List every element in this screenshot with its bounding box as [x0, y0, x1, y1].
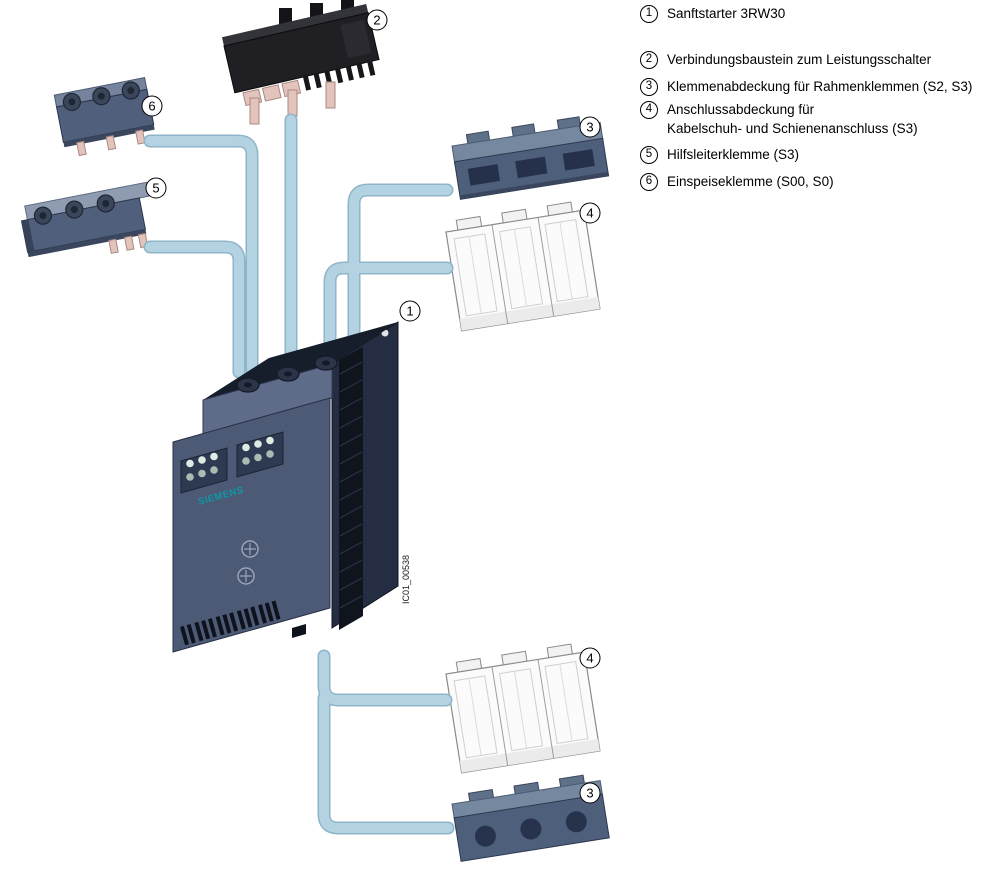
legend-text-2: Verbindungsbaustein zum Leistungsschalte… — [667, 51, 931, 70]
legend-item-3: 3 Klemmenabdeckung für Rahmenklemmen (S2… — [640, 78, 972, 97]
legend-line: Einspeiseklemme (S00, S0) — [667, 174, 834, 189]
part-terminal-cover-blue-top — [451, 116, 610, 200]
legend-num-2: 2 — [640, 51, 658, 69]
pin — [287, 89, 298, 117]
tube-to-item4-bottom — [319, 651, 451, 705]
callout-1-softstarter: 1 — [399, 300, 421, 322]
part-terminal-cover-blue-bottom — [451, 774, 610, 862]
part-lug-cover-bottom — [443, 641, 601, 774]
tube-to-item3-bottom — [319, 693, 453, 833]
tube-from-item3-top — [349, 185, 452, 357]
legend-text-3: Klemmenabdeckung für Rahmenklemmen (S2, … — [667, 78, 972, 97]
legend-line: Kabelschuh- und Schienenanschluss (S3) — [667, 120, 918, 136]
front-screw-top — [241, 540, 259, 558]
legend-text-4: Anschlussabdeckung für Kabelschuh- und S… — [667, 101, 918, 138]
callout-3-cover-bottom: 3 — [579, 782, 601, 804]
vent-ribs — [180, 600, 281, 646]
legend-item-6: 6 Einspeiseklemme (S00, S0) — [640, 173, 834, 192]
pin — [249, 97, 260, 125]
legend-item-5: 5 Hilfsleiterklemme (S3) — [640, 146, 799, 165]
legend: 1 Sanftstarter 3RW30 2 Verbindungsbauste… — [640, 0, 998, 210]
callout-2-connector: 2 — [366, 9, 388, 31]
part-connector-module — [221, 0, 380, 125]
figure-id-label: IC01_00538 — [401, 555, 411, 604]
legend-line: Verbindungsbaustein zum Leistungsschalte… — [667, 52, 932, 67]
part-infeed-terminal — [53, 77, 155, 157]
tube-from-item5 — [145, 242, 244, 377]
legend-num-5: 5 — [640, 146, 658, 164]
legend-num-6: 6 — [640, 173, 658, 191]
legend-item-2: 2 Verbindungsbaustein zum Leistungsschal… — [640, 51, 931, 70]
pin — [325, 81, 336, 109]
callout-4-cover-top: 4 — [579, 202, 601, 224]
part-softstarter: SIEMENS IC01_00538 — [172, 321, 411, 653]
legend-line: Sanftstarter 3RW30 — [667, 6, 786, 21]
connection-tubes — [143, 113, 455, 835]
legend-num-4: 4 — [640, 101, 658, 119]
part-aux-terminal — [20, 181, 150, 258]
legend-item-4: 4 Anschlussabdeckung für Kabelschuh- und… — [640, 101, 918, 138]
callout-5-aux: 5 — [145, 177, 167, 199]
tube-from-item4-top — [325, 263, 452, 371]
legend-text-1: Sanftstarter 3RW30 — [667, 5, 785, 24]
front-screw-bottom — [237, 567, 255, 585]
legend-item-1: 1 Sanftstarter 3RW30 — [640, 5, 785, 24]
tube-from-item6 — [145, 136, 257, 375]
legend-num-1: 1 — [640, 5, 658, 23]
legend-text-6: Einspeiseklemme (S00, S0) — [667, 173, 834, 192]
callout-3-cover-top: 3 — [579, 116, 601, 138]
legend-num-3: 3 — [640, 78, 658, 96]
part-lug-cover-top — [443, 199, 601, 332]
legend-line: Klemmenabdeckung für Rahmenklemmen (S2, … — [667, 79, 973, 94]
legend-line: Hilfsleiterklemme (S3) — [667, 147, 800, 162]
legend-line: Anschlussabdeckung für — [667, 102, 815, 117]
legend-text-5: Hilfsleiterklemme (S3) — [667, 146, 799, 165]
callout-4-cover-bottom: 4 — [579, 647, 601, 669]
callout-6-infeed: 6 — [141, 95, 163, 117]
